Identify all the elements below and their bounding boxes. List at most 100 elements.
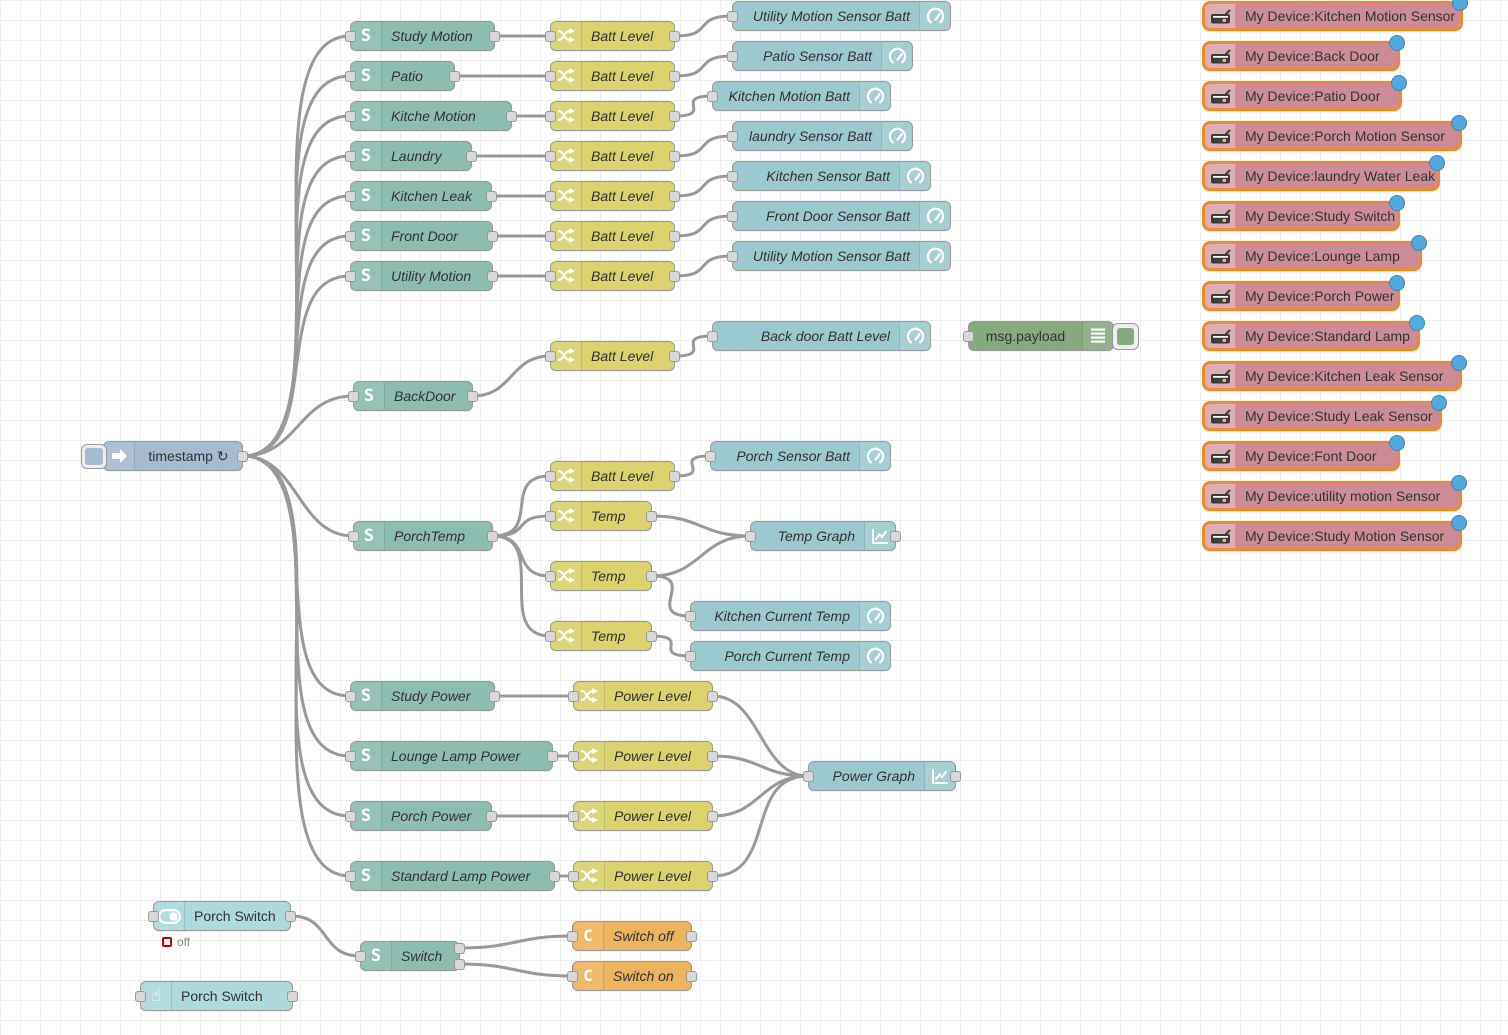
input-port[interactable] <box>345 111 356 122</box>
input-port[interactable] <box>345 231 356 242</box>
input-port[interactable] <box>545 111 556 122</box>
node-batt-level[interactable]: Batt Level <box>545 261 680 291</box>
input-port[interactable] <box>727 51 738 62</box>
output-port[interactable] <box>669 111 680 122</box>
input-port[interactable] <box>545 571 556 582</box>
input-port[interactable] <box>568 691 579 702</box>
node-power-level[interactable]: Power Level <box>568 801 718 831</box>
output-port[interactable] <box>487 531 498 542</box>
node-power-level[interactable]: Power Level <box>568 681 718 711</box>
node-batt-level[interactable]: Batt Level <box>545 101 680 131</box>
debug-toggle-button[interactable] <box>1112 323 1139 350</box>
wire[interactable] <box>711 774 810 878</box>
input-port[interactable] <box>345 31 356 42</box>
wire[interactable] <box>673 134 734 158</box>
input-port[interactable] <box>567 971 578 982</box>
output-port[interactable] <box>547 751 558 762</box>
node-my-device-porch-motion-sensor[interactable]: My Device:Porch Motion Sensor <box>1202 115 1467 151</box>
input-port[interactable] <box>545 151 556 162</box>
input-port[interactable] <box>727 211 738 222</box>
node-laundry-sensor-batt[interactable]: laundry Sensor Batt <box>727 121 913 151</box>
output-port[interactable] <box>950 771 961 782</box>
input-port[interactable] <box>705 451 716 462</box>
node-my-device-kitchen-leak-sensor[interactable]: My Device:Kitchen Leak Sensor <box>1202 355 1467 391</box>
output-port[interactable] <box>489 31 500 42</box>
node-kitchen-sensor-batt[interactable]: Kitchen Sensor Batt <box>727 161 931 191</box>
output-port[interactable] <box>285 911 296 922</box>
node-porch-switch[interactable]: ☝Porch Switch <box>135 981 298 1011</box>
input-port[interactable] <box>545 351 556 362</box>
output-port[interactable] <box>669 191 680 202</box>
input-port[interactable] <box>727 171 738 182</box>
node-temp-graph[interactable]: Temp Graph <box>745 521 901 551</box>
input-port[interactable] <box>345 151 356 162</box>
output-port[interactable] <box>669 351 680 362</box>
node-utility-motion-sensor-batt[interactable]: Utility Motion Sensor Batt <box>727 1 951 31</box>
node-my-device-patio-door[interactable]: My Device:Patio Door <box>1202 75 1407 111</box>
wire[interactable] <box>711 774 810 818</box>
input-port[interactable] <box>345 191 356 202</box>
node-my-device-utility-motion-sensor[interactable]: My Device:utility motion Sensor <box>1202 475 1467 511</box>
wire[interactable] <box>650 574 692 618</box>
wire[interactable] <box>673 254 734 278</box>
output-port[interactable] <box>707 691 718 702</box>
node-back-door-batt-level[interactable]: Back door Batt Level <box>707 321 931 351</box>
input-port[interactable] <box>727 11 738 22</box>
node-kitchen-motion-batt[interactable]: Kitchen Motion Batt <box>707 81 891 111</box>
wire[interactable] <box>673 94 714 118</box>
node-my-device-study-leak-sensor[interactable]: My Device:Study Leak Sensor <box>1202 395 1447 431</box>
node-kitchen-current-temp[interactable]: Kitchen Current Temp <box>685 601 891 631</box>
wire[interactable] <box>673 334 714 358</box>
node-batt-level[interactable]: Batt Level <box>545 181 680 211</box>
node-temp[interactable]: Temp <box>545 561 657 591</box>
wire[interactable] <box>491 534 552 638</box>
node-power-level[interactable]: Power Level <box>568 741 718 771</box>
output-port[interactable] <box>669 471 680 482</box>
wire[interactable] <box>650 534 752 578</box>
output-port[interactable] <box>707 811 718 822</box>
input-port[interactable] <box>545 471 556 482</box>
input-port[interactable] <box>803 771 814 782</box>
input-port[interactable] <box>545 271 556 282</box>
node-power-level[interactable]: Power Level <box>568 861 718 891</box>
node-my-device-study-motion-sensor[interactable]: My Device:Study Motion Sensor <box>1202 515 1467 551</box>
input-port[interactable] <box>568 751 579 762</box>
node-batt-level[interactable]: Batt Level <box>545 221 680 251</box>
output-port[interactable] <box>669 31 680 42</box>
input-port[interactable] <box>685 651 696 662</box>
output-port[interactable] <box>486 191 497 202</box>
node-porch-current-temp[interactable]: Porch Current Temp <box>685 641 891 671</box>
node-patio-sensor-batt[interactable]: Patio Sensor Batt <box>727 41 913 71</box>
wire[interactable] <box>241 394 355 458</box>
output-port[interactable] <box>669 231 680 242</box>
input-port[interactable] <box>545 31 556 42</box>
input-port[interactable] <box>355 951 366 962</box>
wire[interactable] <box>241 454 352 878</box>
node-temp[interactable]: Temp <box>545 621 657 651</box>
input-port[interactable] <box>963 331 974 342</box>
output-port[interactable] <box>487 271 498 282</box>
output-port[interactable] <box>549 871 560 882</box>
node-my-device-laundry-water-leak[interactable]: My Device:laundry Water Leak <box>1202 155 1445 191</box>
output-port[interactable] <box>707 751 718 762</box>
wire[interactable] <box>241 454 355 538</box>
input-port[interactable] <box>727 251 738 262</box>
node-front-door-sensor-batt[interactable]: Front Door Sensor Batt <box>727 201 951 231</box>
node-temp[interactable]: Temp <box>545 501 657 531</box>
output-port[interactable] <box>646 511 657 522</box>
node-my-device-study-switch[interactable]: My Device:Study Switch <box>1202 195 1405 231</box>
output-port[interactable] <box>449 71 460 82</box>
input-port[interactable] <box>345 811 356 822</box>
output-port[interactable] <box>890 531 901 542</box>
